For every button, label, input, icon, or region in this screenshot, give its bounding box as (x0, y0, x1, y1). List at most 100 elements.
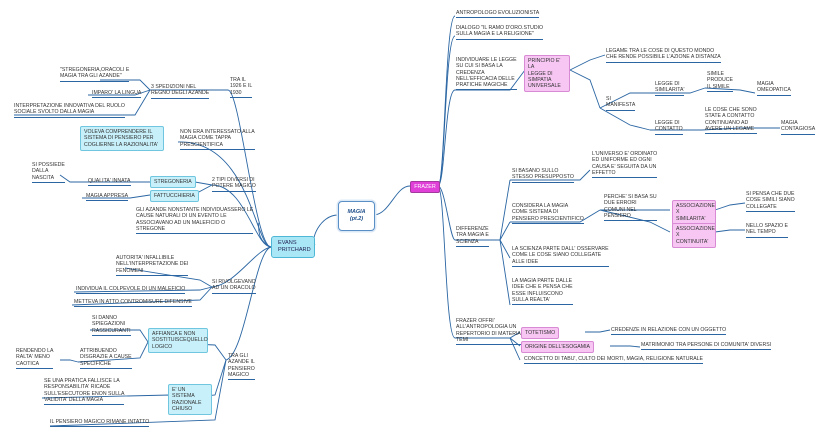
topic-anni[interactable]: TRA IL 1926 E IL 1930 (230, 77, 253, 98)
text-line: IDEE CHE E PENSA CHE (512, 284, 573, 291)
topic-stregoneria-oracoli[interactable]: "STREGONERIA,ORACOLI E MAGIA TRA GLI AZA… (60, 67, 130, 82)
topic-scienza-parte[interactable]: LA SCIENZA PARTE DALL' OSSERVARE COME LE… (512, 246, 609, 267)
text-line: CONCETTO DI TABU', CULTO DEI MORTI, MAGI… (524, 356, 704, 362)
topic-autorita[interactable]: AUTORITA' INFALLIBILE NELL'INTERPRETAZIO… (116, 255, 189, 276)
text-line: EFFETTO (592, 169, 616, 176)
topic-gli-azande[interactable]: GLI AZANDE NONSTANTE INDIVIDUASSERO LE C… (136, 207, 254, 235)
text-line: STATE A CONTATTO (705, 113, 755, 120)
topic-frazer[interactable]: FRAZER (410, 181, 440, 193)
topic-dialogo[interactable]: DIALOGO "IL RAMO D'ORO.STUDIO SULLA MAGI… (456, 25, 544, 40)
topic-matrimonio[interactable]: MATRIMONIO TRA PERSONE DI COMUNITA' DIVE… (641, 342, 772, 351)
topic-si-possiede[interactable]: SI POSSIEDE DALLA NASCITA (32, 162, 65, 183)
topic-tra-gli-azande[interactable]: TRA GLI AZANDE IL PENSIERO MAGICO (228, 353, 255, 381)
text-line: ANTROPOLOGO EVOLUZIONISTA (456, 10, 540, 16)
text-line: ASSOCIAZIONE X (676, 203, 715, 216)
topic-interpretazione[interactable]: INTERPRETAZIONE INNOVATIVA DEL RUOLO SOC… (14, 103, 125, 118)
text-line: CONTINUITA' (676, 238, 709, 245)
text-line: TRA MAGIA E (456, 232, 489, 239)
topic-assoc-continuita[interactable]: ASSOCIAZIONE X CONTINUITA' (672, 223, 716, 248)
text-line: LEGGE DI (528, 70, 553, 77)
text-line: SISTEMA (172, 393, 195, 400)
text-line: DIALOGO "IL RAMO D'ORO.STUDIO (456, 25, 544, 31)
central-topic-magia[interactable]: MAGIA (pt.2) (338, 201, 375, 231)
text-line: LEGGE DI (655, 81, 680, 87)
topic-spedizioni[interactable]: 3 SPEDIZIONI NEL REGNO DEGLI AZANDE (151, 84, 210, 99)
text-line: REGNO DEGLI AZANDE (151, 90, 210, 97)
topic-credenze[interactable]: CREDENZE IN RELAZIONE CON UN OGGETTO (611, 327, 727, 336)
topic-impara-lingua[interactable]: IMPARO' LA LINGUA (92, 90, 142, 99)
topic-magia-appresa[interactable]: MAGIA APPRESA (86, 193, 129, 202)
topic-concetto[interactable]: CONCETTO DI TABU', CULTO DEI MORTI, MAGI… (524, 356, 704, 365)
text-line: CAUSA E' SEGUITA DA UN (592, 163, 657, 170)
text-line: PENSIERO (228, 365, 255, 372)
topic-cose-contatto[interactable]: LE COSE CHE SONO STATE A CONTATTO CONTIN… (705, 107, 757, 135)
text-line: RENDENDO LA (16, 348, 54, 354)
text-line: AFFIANCA E NON (152, 331, 196, 337)
topic-fattucchieria[interactable]: FATTUCCHIERIA (150, 190, 199, 203)
topic-differenze[interactable]: DIFFERENZE TRA MAGIA E SCIENZA (456, 226, 489, 247)
topic-legame[interactable]: LEGAME TRA LE COSE DI QUESTO MONDO CHE R… (606, 48, 721, 63)
topic-attribuendo[interactable]: ATTRIBUENDO DISGRAZIE A CAUSE SPECIFICHE (80, 348, 132, 369)
text-line: ATTRIBUENDO (80, 348, 117, 354)
text-line: ALLE IDEE (512, 258, 539, 265)
text-line: REPERTORIO DI MATERIALI E (456, 330, 531, 337)
topic-affianca[interactable]: AFFIANCA E NON SOSTITUISCEQUELLO LOGICO (148, 328, 208, 353)
topic-pensiero-rimane[interactable]: IL PENSIERO MAGICO RIMANE INTATTO (50, 419, 150, 428)
text-line: UNIVERSALE (528, 83, 561, 90)
topic-si-manifesta[interactable]: SI MANIFESTA (606, 96, 636, 111)
topic-antropologo[interactable]: ANTROPOLOGO EVOLUZIONISTA (456, 10, 540, 19)
topic-voleva-comprendere[interactable]: VOLEVA COMPRENDERE IL SISTEMA DI PENSIER… (80, 126, 164, 151)
text-line: OMEOPATICA (757, 87, 791, 94)
text-line: SI BASANO SULLO (512, 168, 559, 174)
text-line: 2 TIPI DIVERSI DI (212, 177, 255, 183)
topic-evans-pritchard[interactable]: EVANS PRITCHARD (271, 236, 315, 258)
topic-si-rivolgevano[interactable]: SI RIVOLGEVANO AD UN ORACOLO (212, 279, 256, 294)
text-line: FENOMENI (116, 267, 144, 274)
topic-assoc-similarita[interactable]: ASSOCIAZIONE X SIMILARITA' (672, 200, 716, 225)
text-line: COME LE COSE SIANO COLLEGATE (512, 252, 602, 259)
topic-basano[interactable]: SI BASANO SULLO STESSO PRESUPPOSTO (512, 168, 574, 183)
topic-stregoneria[interactable]: STREGONERIA (150, 176, 196, 189)
text-line: STREGONERIA (154, 179, 192, 185)
topic-si-danno[interactable]: SI DANNO SPIEGAZIONI RASSICURANTI (92, 315, 131, 336)
topic-magia-omeopatica[interactable]: MAGIA OMEOPATICA (757, 81, 791, 96)
text-line: METTEVA IN ATTO CONTROMISURE DIFENSIVE (74, 299, 192, 305)
topic-frazer-offri[interactable]: FRAZER OFFRI' ALL'ANTROPOLOGIA UN REPERT… (456, 318, 531, 346)
topic-considera[interactable]: CONSIDERA LA MAGIA COME SISTEMA DI PENSI… (512, 203, 584, 224)
topic-esogamia[interactable]: ORIGINE DELL'ESOGAMIA (521, 341, 594, 354)
topic-individua[interactable]: INDIVIDUA IL COLPEVOLE DI UN MALEFICIO (76, 286, 186, 295)
topic-universo[interactable]: L'UNIVERSO E' ORDINATO ED UNIFORME ED OG… (592, 151, 658, 179)
topic-individuare[interactable]: INDIVIDUARE LE LEGGE SU CUI SI BASA LA C… (456, 57, 517, 91)
text-line: LA SCIENZA PARTE DALL' OSSERVARE (512, 246, 609, 252)
topic-due-tipi[interactable]: 2 TIPI DIVERSI DI POTERE MAGICO (212, 177, 256, 192)
topic-rendendo[interactable]: RENDENDO LA RALTA' MENO CAOTICA (16, 348, 54, 369)
text-line: NELL'INTERPRETAZIONE DEI (116, 261, 189, 268)
topic-simile[interactable]: SIMILE PRODUCE IL SIMILE (707, 71, 733, 92)
topic-magia-parte[interactable]: LA MAGIA PARTE DALLE IDEE CHE E PENSA CH… (512, 278, 573, 306)
topic-legge-similarita[interactable]: LEGGE DI SIMILARITA' (655, 81, 685, 96)
topic-metteva[interactable]: METTEVA IN ATTO CONTROMISURE DIFENSIVE (74, 299, 192, 308)
topic-perche[interactable]: PERCHE' SI BASA SU DUE ERRORI COMUNI NEL… (604, 194, 657, 222)
topic-principio[interactable]: PRINCIPIO E' LA LEGGE DI SIMPATIA UNIVER… (524, 55, 570, 93)
text-line: CONTINUANO AD (705, 119, 749, 126)
text-line: SIMILE (707, 71, 725, 77)
text-line: PRINCIPIO E' LA (528, 58, 561, 71)
text-line: NELL'EFFICACIA DELLE (456, 75, 515, 82)
topic-si-pensa[interactable]: SI PENSA CHE DUE COSE SIMILI SIANO COLLE… (746, 191, 795, 212)
text-line: LEGAME TRA LE COSE DI QUESTO MONDO (606, 48, 715, 54)
topic-magia-contagiosa[interactable]: MAGIA CONTAGIOSA (781, 120, 816, 135)
text-line: MANIFESTA (606, 102, 636, 109)
text-line: SPECIFICHE (80, 360, 112, 367)
text-line: RALTA' MENO (16, 354, 50, 361)
topic-spazio-tempo[interactable]: NELLO SPAZIO E NEL TEMPO (746, 223, 788, 238)
topic-legge-contatto[interactable]: LEGGE DI CONTATTO (655, 120, 683, 135)
text-line: CONSIDERA LA MAGIA (512, 203, 569, 209)
topic-totetismo[interactable]: TOTETISMO (521, 327, 560, 340)
topic-se-una-pratica[interactable]: SE UNA PRATICA FALLISCE LA RESPONSABILIT… (44, 378, 125, 406)
text-line: SE UNA PRATICA FALLISCE LA (44, 378, 120, 384)
topic-non-interessato[interactable]: NON ERA INTERESSATO ALLA MAGIA COME TAPP… (180, 129, 255, 150)
text-line: 1930 (230, 89, 242, 96)
topic-sistema-chiuso[interactable]: E' UN SISTEMA RAZIONALE CHIUSO (168, 384, 212, 416)
text-line: ESSE INFLUISCONO (512, 290, 563, 297)
topic-qualita-innata[interactable]: QUALITA' INNATA (88, 178, 131, 187)
